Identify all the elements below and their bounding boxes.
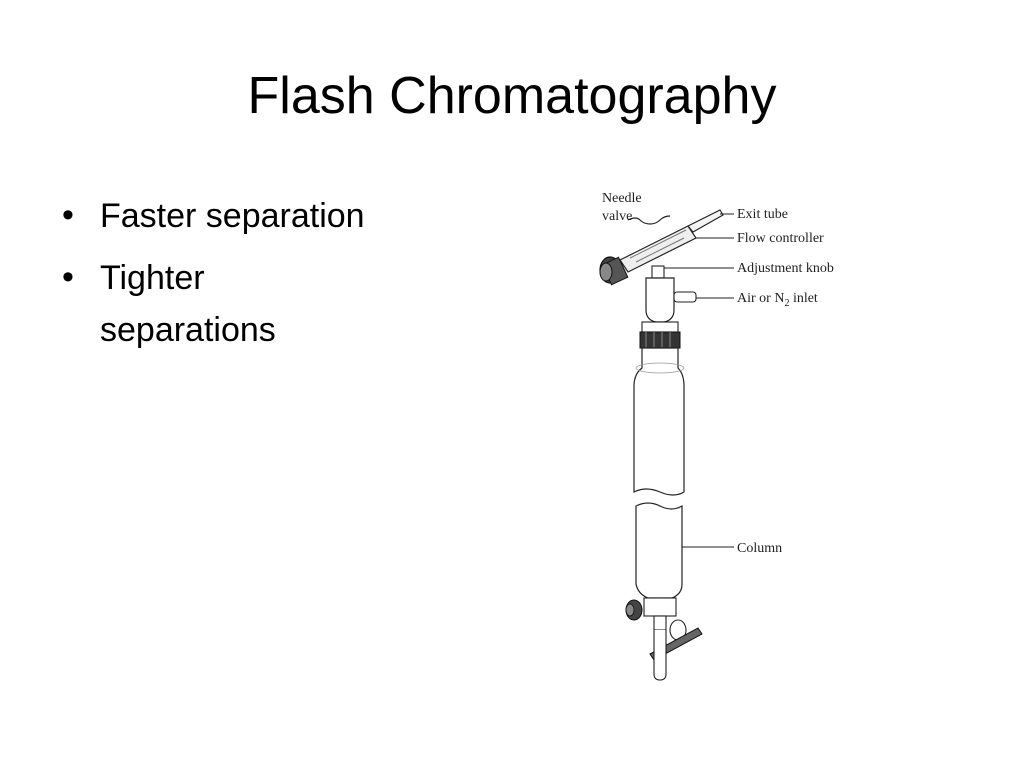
stem [651, 265, 665, 279]
drip-tip [653, 630, 667, 681]
label-flow-controller: Flow controller [737, 231, 824, 246]
bullet-item: • Faster separation [58, 190, 458, 242]
label-needle-valve-line1: Needle [602, 191, 642, 206]
label-needle-valve-line2: valve [602, 209, 632, 224]
threaded-joint [639, 321, 681, 349]
column-head [645, 277, 675, 323]
flow-controller [619, 225, 697, 273]
bullet-text: Tighter separations [100, 259, 276, 349]
label-air-inlet: Air or N2 inlet [737, 291, 818, 309]
bullet-item: • Tighter separations [58, 252, 458, 356]
apparatus-illustration: Needle valve [599, 191, 834, 681]
bullet-dot-icon: • [62, 196, 74, 234]
adjustment-knob [599, 256, 629, 286]
label-column: Column [737, 541, 782, 556]
column-lower-segment [635, 502, 683, 599]
label-air-inlet-suffix: inlet [789, 291, 817, 306]
air-inlet-tube [673, 291, 697, 303]
label-exit-tube: Exit tube [737, 207, 788, 222]
flash-chromatography-apparatus-diagram: Needle valve [580, 180, 880, 690]
exit-tube [687, 209, 724, 233]
bullet-dot-icon: • [62, 258, 74, 296]
bullet-text: Faster separation [100, 197, 365, 235]
slide-title: Flash Chromatography [247, 67, 777, 125]
needle-valve-brace [627, 215, 671, 225]
label-air-inlet-prefix: Air or N [737, 291, 784, 306]
bullet-list: • Faster separation • Tighter separation… [58, 190, 458, 366]
label-adjustment-knob: Adjustment knob [737, 261, 834, 276]
label-air-inlet-subscript: 2 [784, 298, 789, 309]
column-upper-segment [633, 347, 685, 496]
